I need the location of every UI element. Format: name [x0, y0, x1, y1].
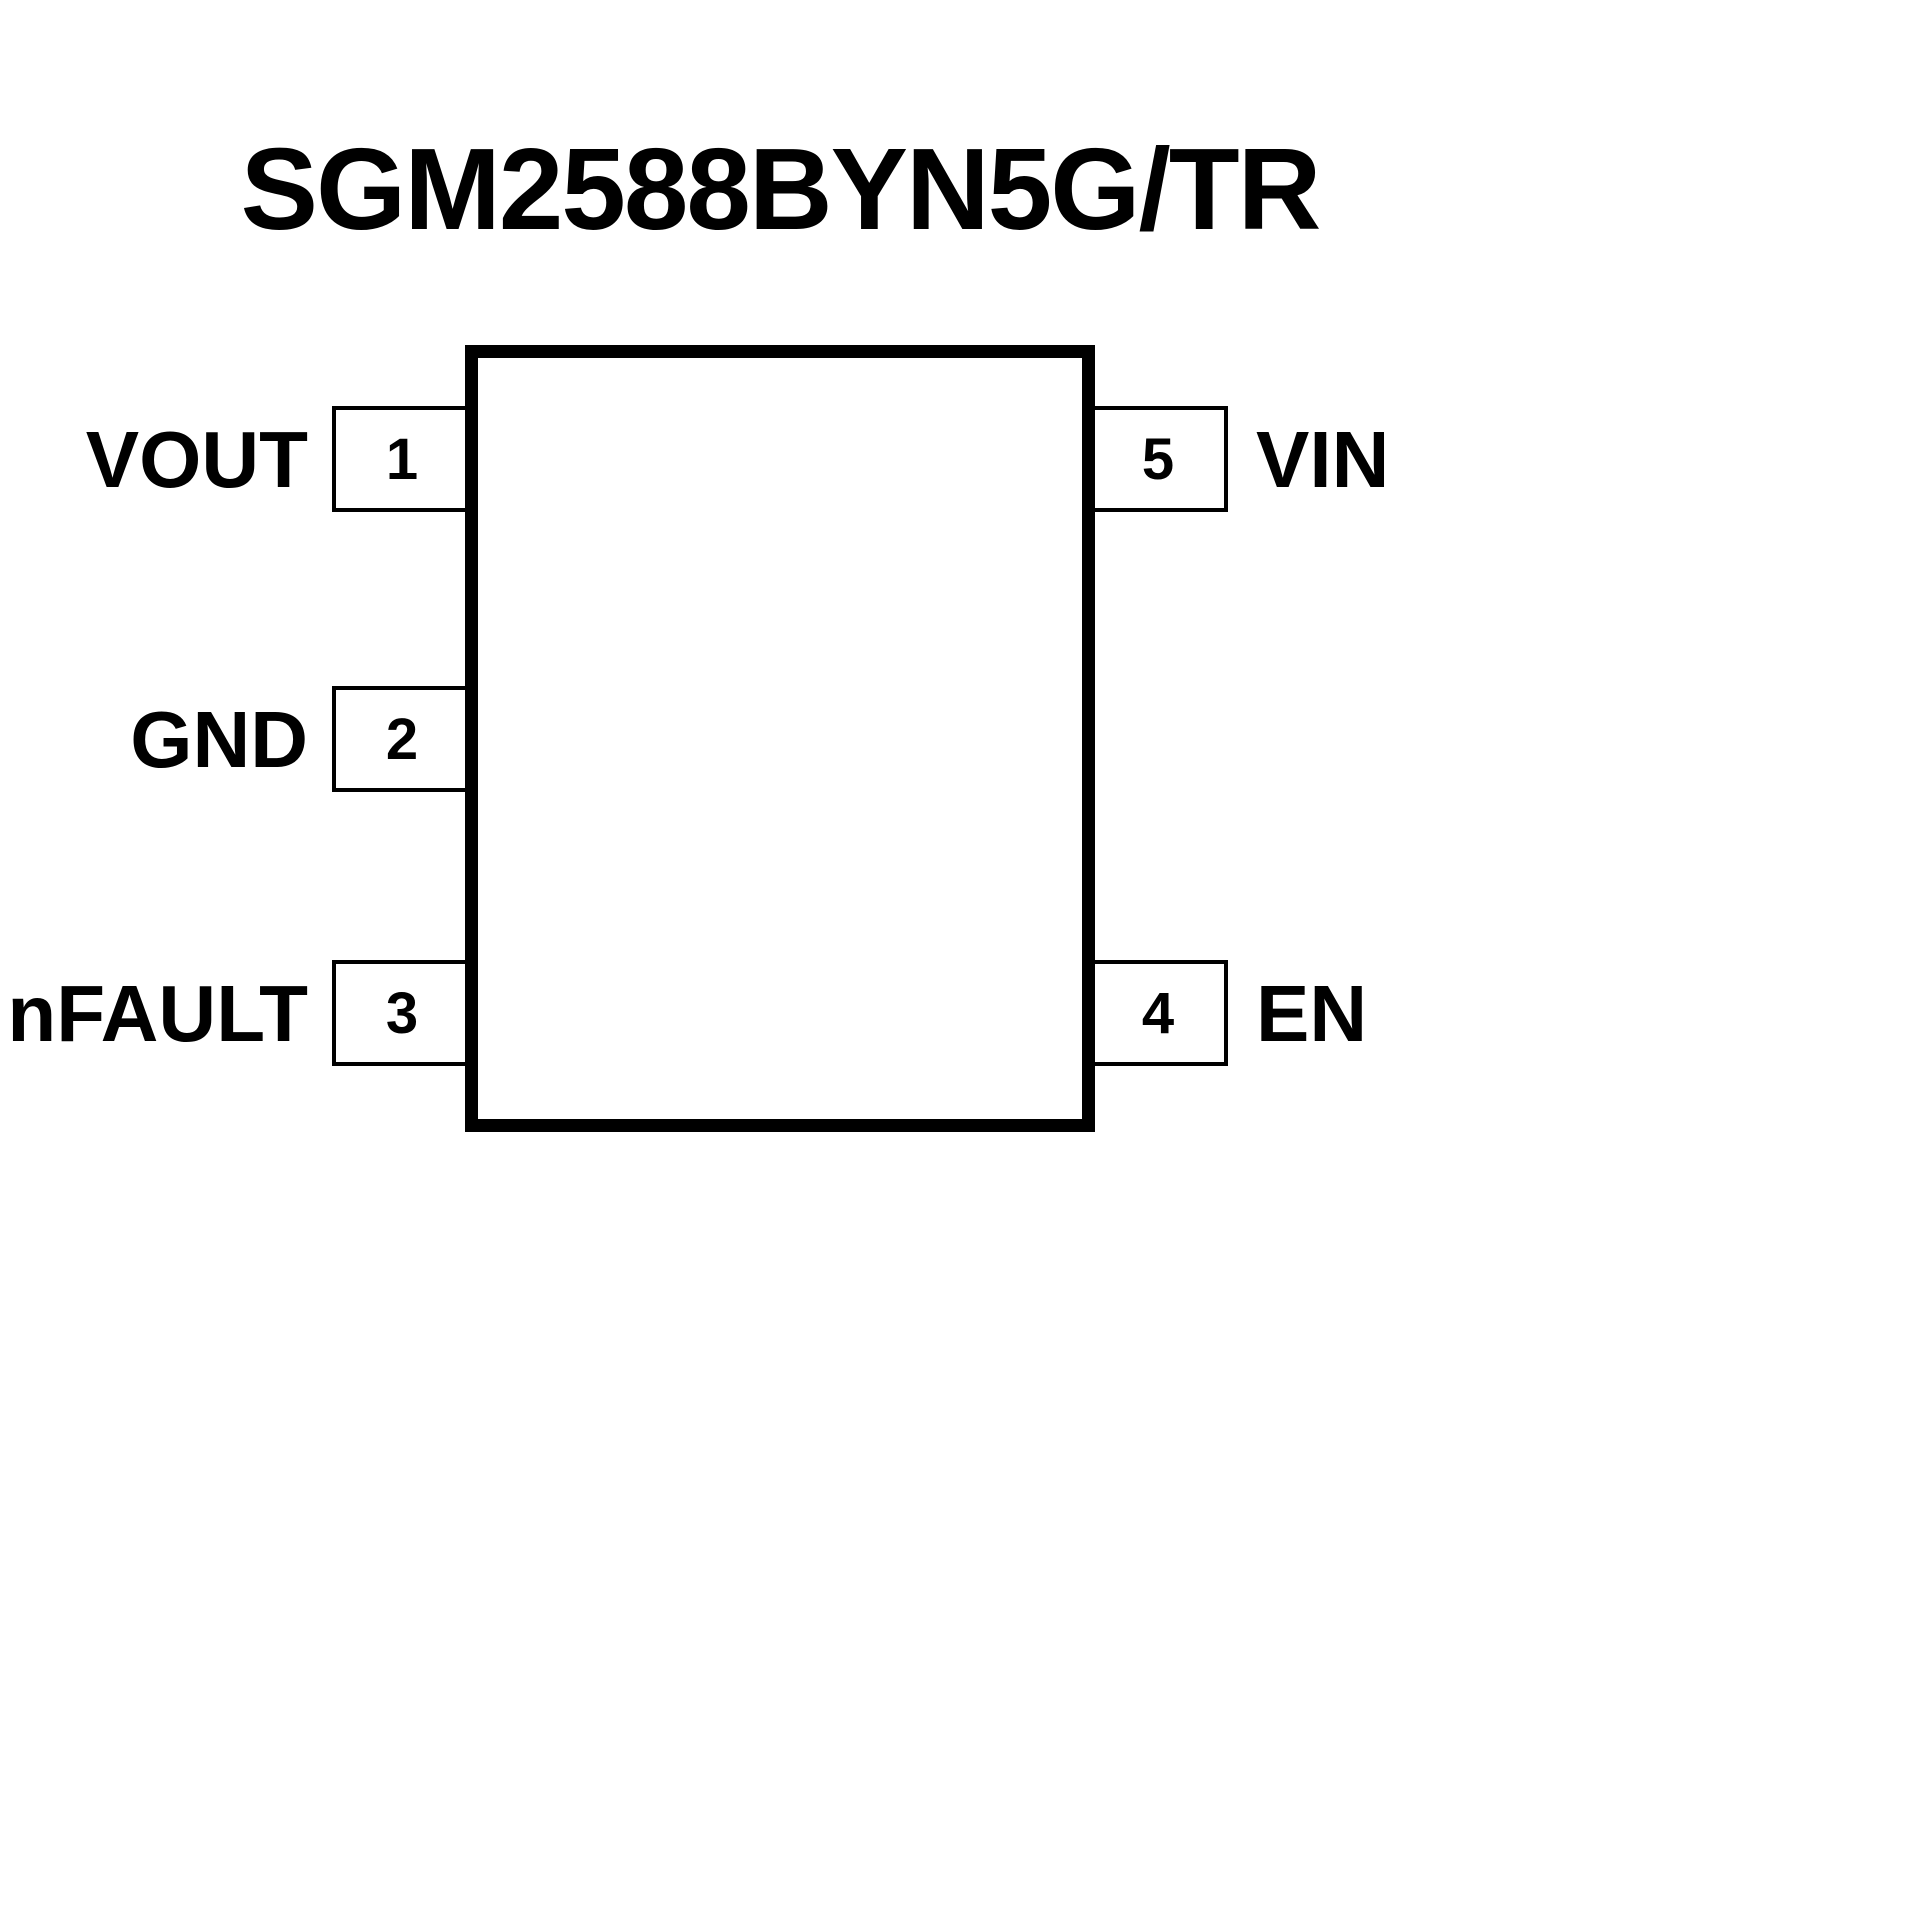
- pin-box-2: 2: [332, 686, 472, 792]
- pin-label-en: EN: [1256, 969, 1368, 1058]
- pin-number-5: 5: [1141, 426, 1175, 492]
- pin-box-1: 1: [332, 406, 472, 512]
- pin-number-3: 3: [385, 980, 419, 1046]
- pin-number-1: 1: [385, 426, 419, 492]
- pin-label-gnd: GND: [130, 695, 308, 784]
- pin-number-2: 2: [385, 706, 419, 772]
- pin-label-vout: VOUT: [85, 415, 308, 504]
- pin-label-nfault: nFAULT: [7, 969, 308, 1058]
- part-number-title: SGM2588BYN5G/TR: [240, 124, 1322, 254]
- pin-box-3: 3: [332, 960, 472, 1066]
- chip-body: [465, 345, 1095, 1132]
- pin-label-vin: VIN: [1256, 415, 1390, 504]
- pin-box-4: 4: [1088, 960, 1228, 1066]
- pin-number-4: 4: [1141, 980, 1175, 1046]
- pin-box-5: 5: [1088, 406, 1228, 512]
